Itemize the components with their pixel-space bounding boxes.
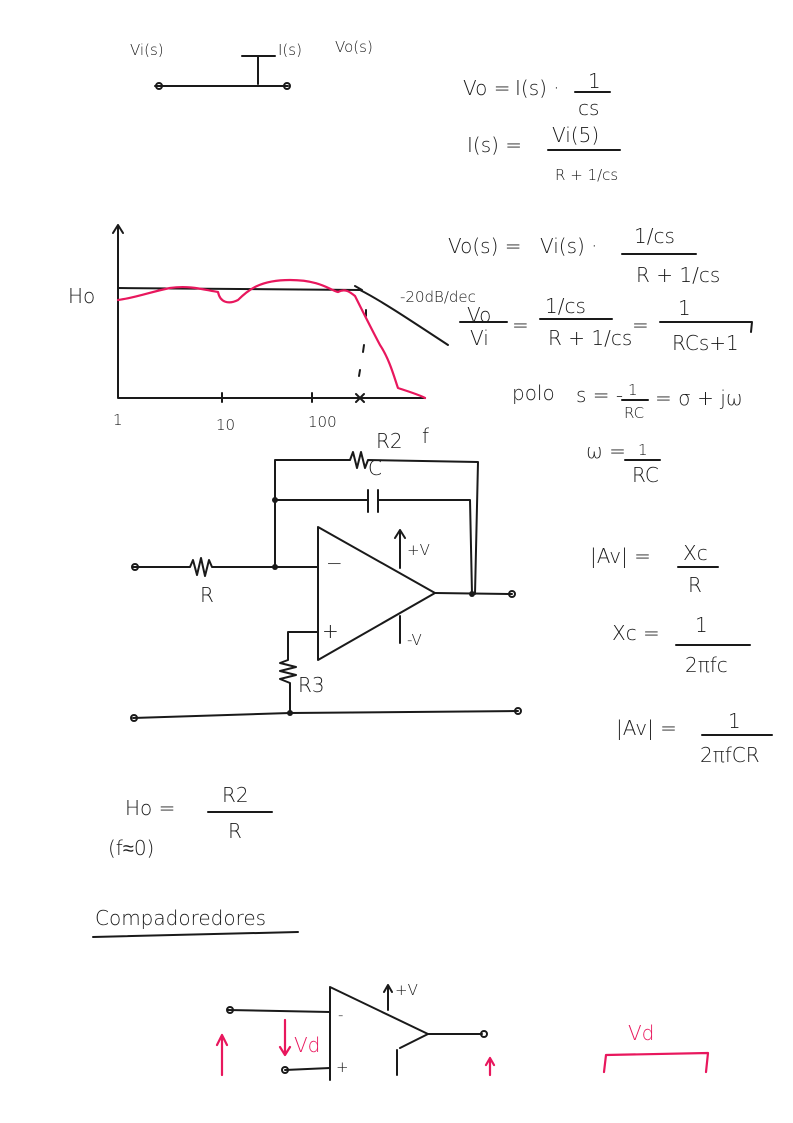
eq-text: R + 1/cs [636, 263, 720, 287]
comparator-circuit: +V - + Vd Vd [215, 981, 710, 1081]
noninverting-input-label: + [336, 1058, 349, 1076]
eq-text: 2πfc [685, 653, 728, 677]
eq-text: Vi(s) · [540, 234, 598, 258]
section-title: Compadoredores [95, 906, 266, 930]
eq-text: cs [578, 96, 599, 120]
eq-text: R + 1/cs [555, 166, 618, 184]
equation-polo: polo s = - 1 RC = σ + jω [512, 381, 743, 422]
top-rc-circuit: Vi(s) I(s) Vo(s) [130, 38, 373, 90]
eq-text: Xc [683, 541, 708, 565]
eq-text: |Av| = [616, 716, 677, 740]
inverting-input-label: - [338, 1006, 343, 1024]
eq-text: Vo [467, 303, 491, 327]
r2-label: R2 [376, 429, 403, 453]
terminal-icon [283, 82, 291, 90]
equation-vos: Vo(s) = Vi(s) · 1/cs R + 1/cs [448, 224, 720, 287]
vd-label: Vd [294, 1033, 320, 1057]
eq-text: (f≈0) [108, 836, 154, 860]
eq-text: 1 [638, 441, 648, 459]
eq-text: s = - [576, 383, 623, 407]
eq-text: R + 1/cs [548, 326, 632, 350]
inverting-input-label: − [326, 551, 343, 575]
eq-text: RCs+1 [672, 331, 739, 355]
eq-text: Xc = [612, 621, 660, 645]
eq-text: RC [632, 463, 659, 487]
terminal-icon [155, 82, 163, 90]
eq-text: R [688, 573, 702, 597]
minus-v-label: -V [407, 631, 422, 649]
eq-text: |Av| = [590, 544, 651, 568]
eq-text: I(s) · [515, 76, 560, 100]
noninverting-input-label: + [322, 619, 339, 643]
r-label: R [200, 583, 214, 607]
equation-xc: Xc = 1 2πfc [612, 613, 751, 677]
slope-label: -20dB/dec [400, 288, 476, 306]
eq-text: Vo(s) = [448, 234, 522, 258]
eq-text: ω = [586, 439, 626, 463]
eq-text: 1/cs [634, 224, 675, 248]
tick-label: 10 [216, 416, 235, 434]
eq-text: 1/cs [545, 294, 586, 318]
eq-text: R [228, 819, 242, 843]
eq-text: 2πfCR [700, 743, 760, 767]
vd-right-label: Vd [628, 1021, 654, 1045]
eq-text: 1 [588, 69, 601, 93]
plus-v-label: +V [395, 981, 418, 999]
eq-text: 1 [628, 381, 638, 399]
equation-transfer: Vo Vi = 1/cs R + 1/cs = 1 RCs+1 [459, 294, 753, 355]
tick-label: 100 [308, 413, 337, 431]
eq-text: Ho = [125, 796, 175, 820]
eq-text: polo [512, 381, 555, 405]
equation-vo: Vo = I(s) · 1 cs [463, 69, 611, 120]
i-label: I(s) [278, 41, 302, 59]
opamp-integrator-circuit: R2 C R R3 +V -V − + [130, 429, 522, 722]
opamp-triangle [317, 526, 436, 661]
r3-label: R3 [298, 673, 325, 697]
plus-v-label: +V [407, 541, 430, 559]
equation-av: |Av| = Xc R [590, 541, 719, 597]
vo-label: Vo(s) [335, 38, 373, 56]
x-axis-label: f [422, 424, 429, 448]
eq-text: = [512, 313, 529, 337]
eq-text: = σ + jω [655, 386, 743, 410]
y-axis-label: Ho [68, 284, 95, 308]
eq-text: R2 [222, 783, 249, 807]
tick-label: 1 [113, 411, 123, 429]
eq-text: I(s) = [467, 133, 522, 157]
eq-text: Vi(5) [552, 123, 599, 147]
bode-plot: Ho f 1 10 100 -20dB/dec [68, 224, 476, 448]
eq-text: 1 [678, 296, 691, 320]
equation-av2: |Av| = 1 2πfCR [616, 709, 773, 767]
equation-ho: Ho = R2 R (f≈0) [108, 783, 273, 860]
eq-text: Vo = [463, 76, 510, 100]
eq-text: 1 [728, 709, 741, 733]
equation-is: I(s) = Vi(5) R + 1/cs [467, 123, 621, 184]
vi-label: Vi(s) [130, 41, 164, 59]
eq-text: = [632, 313, 649, 337]
eq-text: RC [624, 404, 644, 422]
c-label: C [368, 456, 382, 480]
eq-text: Vi [470, 326, 489, 350]
equation-omega: ω = 1 RC [586, 439, 661, 487]
eq-text: 1 [695, 613, 708, 637]
